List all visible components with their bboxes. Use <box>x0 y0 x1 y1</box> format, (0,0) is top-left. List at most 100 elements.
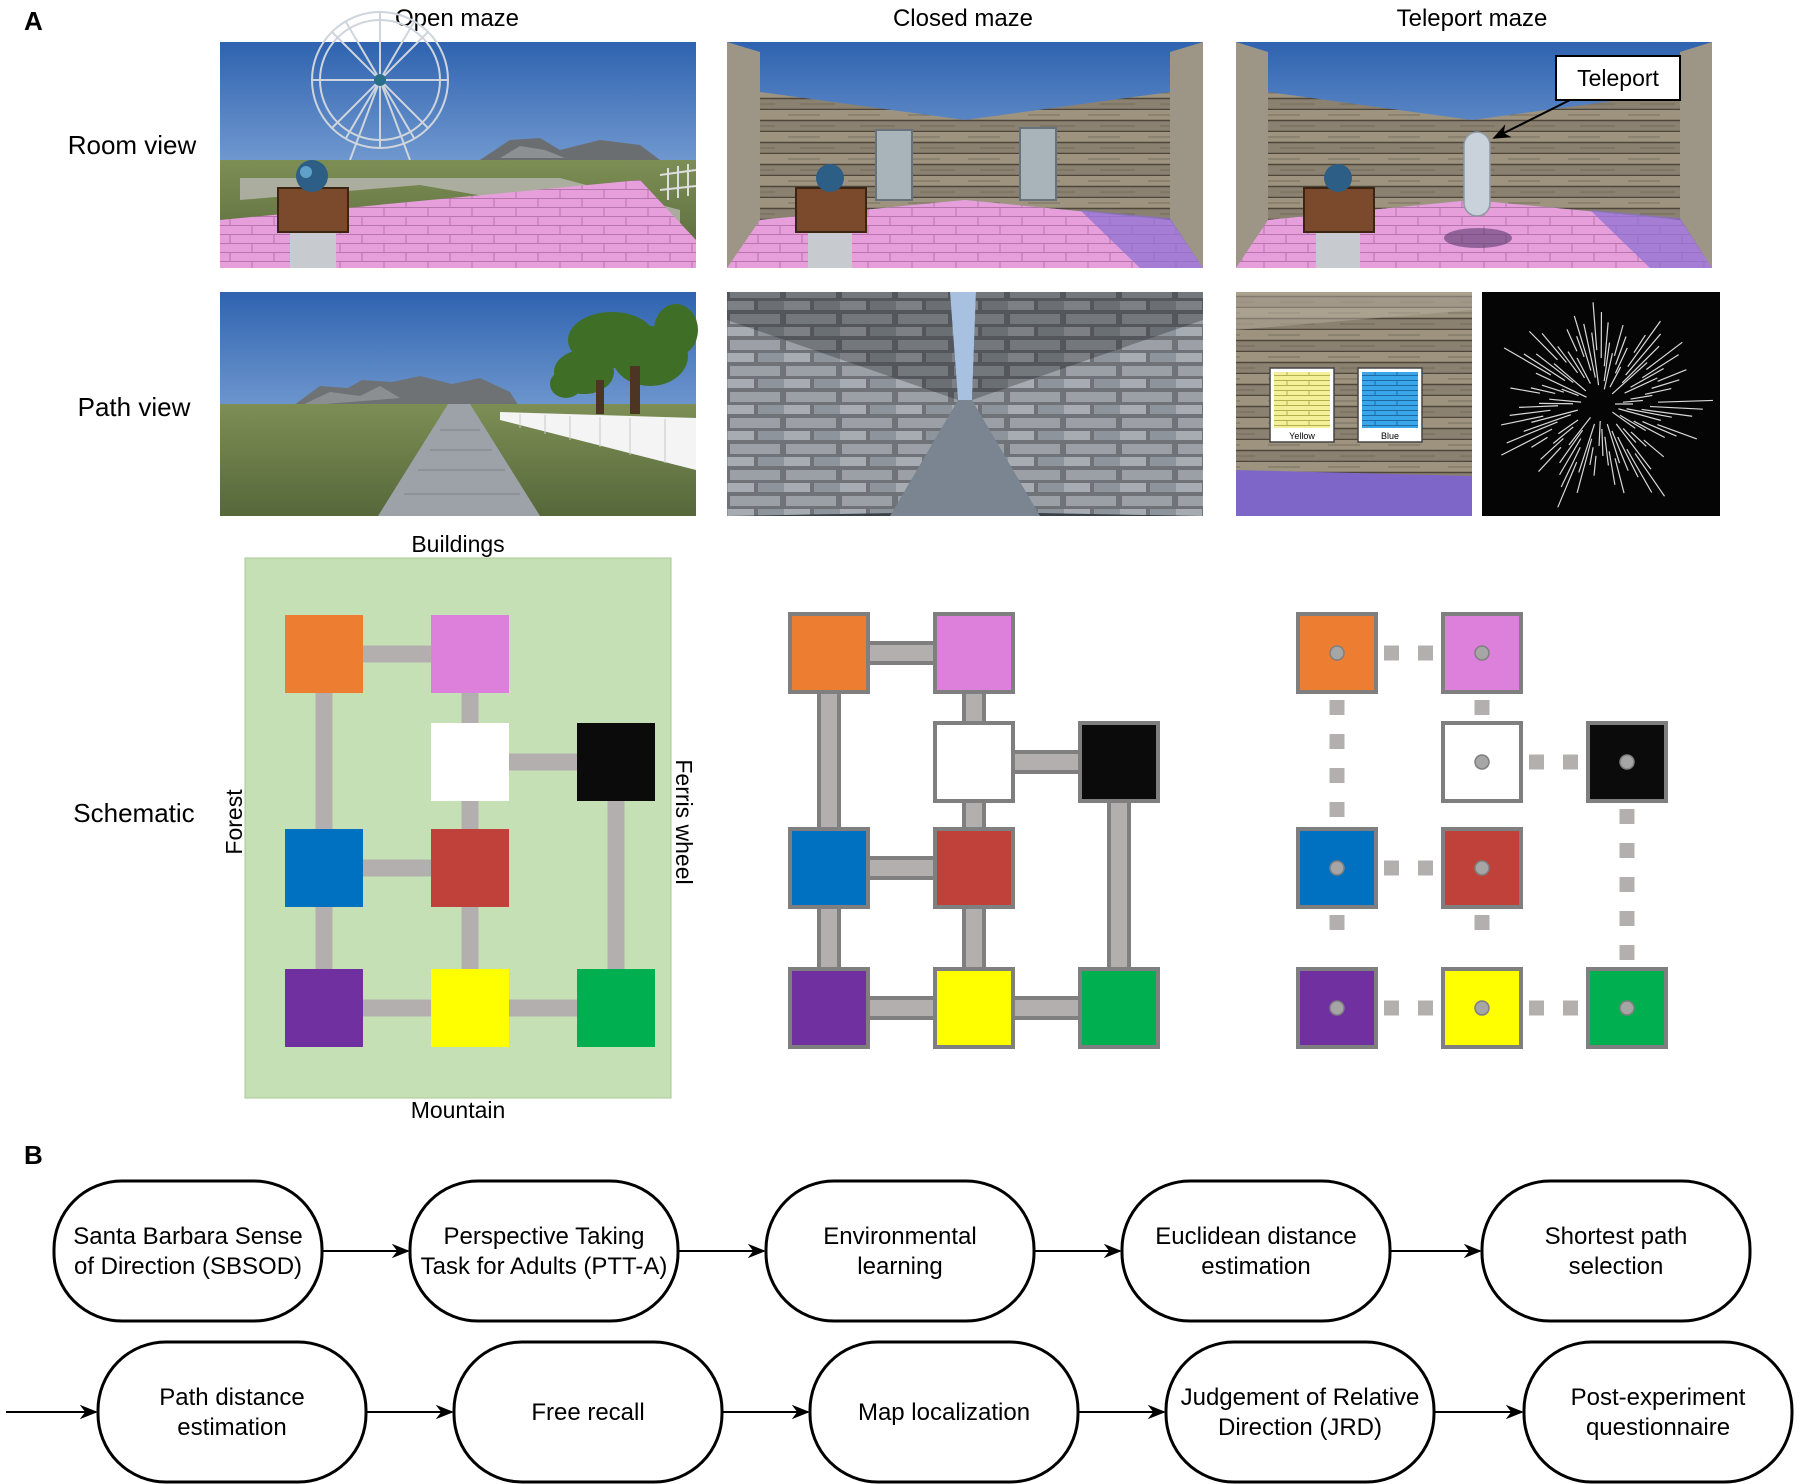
procedure-step-box <box>52 1179 324 1323</box>
teleport-maze-path-view-image: Yellow Blue <box>1236 292 1720 516</box>
star-streak <box>1630 431 1647 447</box>
star-streak <box>1603 353 1613 390</box>
column-title-open-maze: Open maze <box>395 5 519 32</box>
star-streak <box>1619 414 1647 432</box>
star-streak <box>1503 347 1552 376</box>
schematic-open-maze <box>244 557 672 1099</box>
room-black <box>577 723 655 801</box>
teleporter-dot <box>1329 860 1345 876</box>
star-streak <box>1614 458 1625 494</box>
sign-label-yellow: Yellow <box>1289 431 1315 441</box>
teleport-link-red-yellow <box>1474 915 1490 930</box>
teleporter-dot <box>1329 1000 1345 1016</box>
path-black-green <box>607 762 625 1008</box>
teleporter-dot <box>1474 754 1490 770</box>
star-streak <box>1614 347 1628 374</box>
star-streak <box>1557 346 1579 374</box>
star-streak <box>1630 367 1664 388</box>
room-red <box>431 829 509 907</box>
procedure-step-label: Judgement of Relative <box>1181 1384 1420 1411</box>
teleport-link-blue-purple <box>1329 915 1345 930</box>
star-streak <box>1598 420 1601 446</box>
star-streak <box>1535 372 1587 398</box>
teleport-link-orange-blue <box>1329 700 1345 817</box>
star-streak <box>1541 332 1567 363</box>
room-pink <box>431 615 509 693</box>
star-streak <box>1589 447 1594 466</box>
star-streak <box>1621 345 1660 384</box>
star-streak <box>1567 351 1585 379</box>
star-streak <box>1644 387 1672 395</box>
column-title-closed-maze: Closed maze <box>893 5 1033 32</box>
star-streak <box>1557 419 1579 435</box>
closed-maze-room-view-image <box>727 42 1203 268</box>
star-streak <box>1613 324 1624 357</box>
star-streak <box>1649 405 1703 410</box>
star-streak <box>1611 430 1629 471</box>
procedure-step-label: Santa Barbara Sense <box>73 1223 303 1250</box>
teleport-callout-label: Teleport <box>1577 65 1659 91</box>
procedure-step-box <box>1480 1179 1752 1323</box>
teleport-link-blue-red <box>1384 860 1433 876</box>
room-white <box>933 721 1015 803</box>
label-mountain: Mountain <box>411 1097 506 1123</box>
room-yellow <box>933 967 1015 1049</box>
closed-maze-path-view-image <box>727 292 1203 516</box>
star-streak <box>1552 426 1574 444</box>
row-label-schematic: Schematic <box>73 798 194 828</box>
star-streak <box>1591 332 1600 386</box>
star-streak <box>1535 353 1574 384</box>
teleport-link-white-black <box>1529 754 1578 770</box>
star-streak <box>1592 302 1598 351</box>
star-streak <box>1509 409 1551 416</box>
star-streak <box>1573 315 1592 371</box>
procedure-step-label: Task for Adults (PTT-A) <box>421 1253 668 1280</box>
procedure-step-box <box>408 1179 680 1323</box>
star-streak <box>1657 369 1687 382</box>
procedure-step-label: Euclidean distance <box>1155 1223 1356 1250</box>
star-streak <box>1611 362 1648 395</box>
star-streak <box>1608 451 1616 485</box>
teleport-callout-box <box>1555 55 1681 101</box>
star-streak <box>1634 453 1666 497</box>
star-streak <box>1633 420 1666 439</box>
open-maze-path-view-image <box>220 292 698 516</box>
star-streak <box>1609 366 1622 388</box>
star-streak <box>1630 394 1653 400</box>
star-streak <box>1633 334 1646 354</box>
star-streak <box>1657 424 1698 440</box>
star-streak <box>1642 354 1679 379</box>
teleport-link-yellow-green <box>1529 1000 1578 1016</box>
procedure-step-label: Environmental <box>823 1223 976 1250</box>
star-streak <box>1553 363 1587 392</box>
star-streak <box>1641 408 1693 417</box>
star-streak <box>1576 357 1591 384</box>
teleporter-dot <box>1619 754 1635 770</box>
room-orange <box>285 615 363 693</box>
label-ferris-wheel: Ferris wheel <box>671 759 697 884</box>
star-streak <box>1618 408 1661 421</box>
room-pink <box>933 612 1015 694</box>
teleporter-dot <box>1474 645 1490 661</box>
procedure-step-label: learning <box>857 1253 942 1280</box>
procedure-step-box <box>1164 1340 1436 1484</box>
star-streak <box>1549 398 1582 403</box>
panel-b-label: B <box>24 1140 43 1170</box>
procedure-step-box <box>1522 1340 1794 1484</box>
star-streak <box>1583 323 1596 378</box>
teleporter-dot <box>1329 645 1345 661</box>
teleport-link-orange-pink <box>1384 645 1433 661</box>
room-blue <box>788 827 870 909</box>
schematic-closed-maze <box>788 612 1160 1049</box>
procedure-step-label: Map localization <box>858 1399 1030 1426</box>
teleporter-dot <box>1474 1000 1490 1016</box>
star-streak <box>1625 333 1662 376</box>
star-streak <box>1593 455 1597 476</box>
